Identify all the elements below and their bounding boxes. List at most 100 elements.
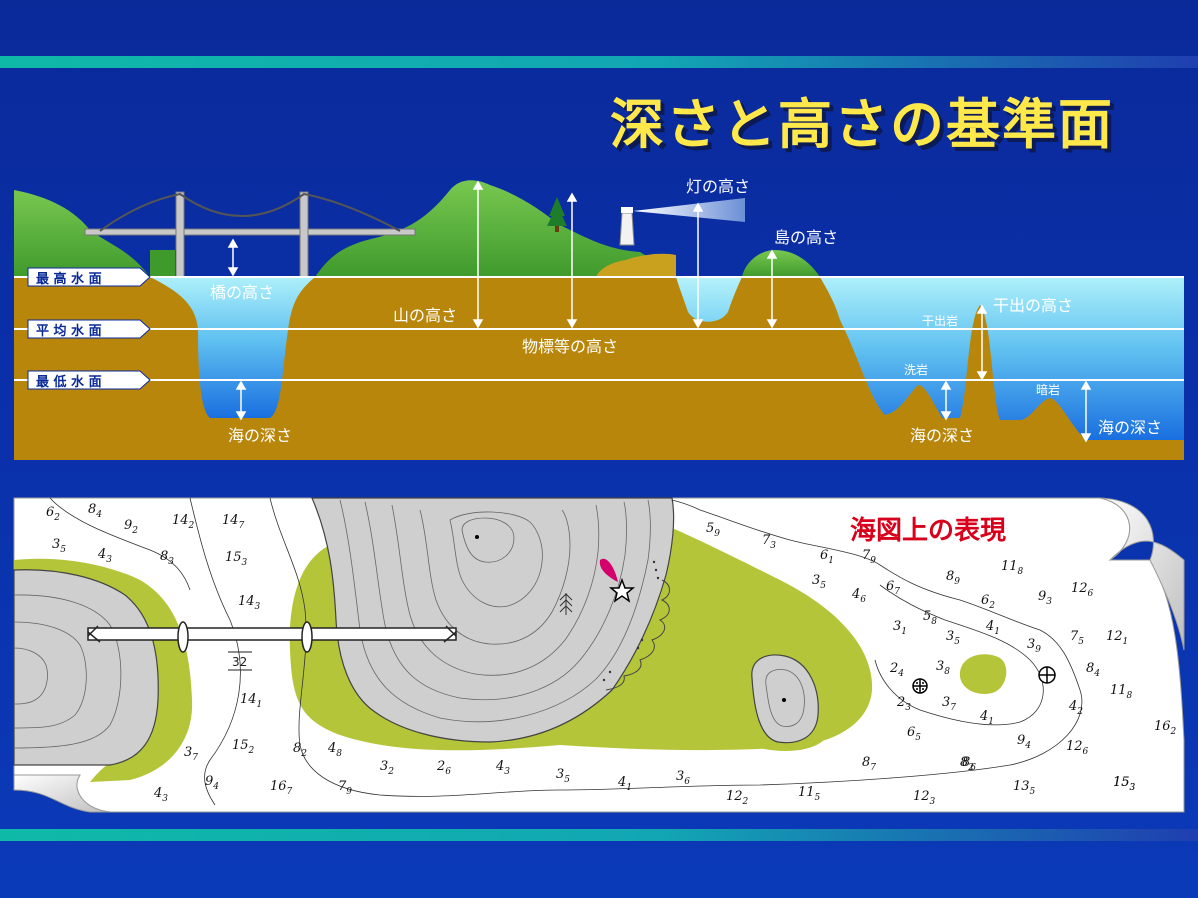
sounding-decimal: 8 bbox=[944, 667, 950, 677]
sounding-value: 4 bbox=[1068, 699, 1077, 714]
sounding-value: 8 bbox=[960, 755, 968, 770]
sounding-value: 4 bbox=[617, 775, 626, 790]
sounding-value: 8 bbox=[862, 755, 870, 770]
sounding-value: 8 bbox=[293, 741, 301, 756]
sounding-value: 15 bbox=[1113, 775, 1130, 790]
contours-island bbox=[765, 669, 805, 727]
sounding-value: 12 bbox=[1106, 629, 1123, 644]
sounding-value: 12 bbox=[726, 789, 743, 804]
sounding-decimal: 7 bbox=[192, 753, 198, 763]
sounding-decimal: 5 bbox=[915, 733, 921, 743]
sounding-decimal: 3 bbox=[255, 602, 261, 612]
light-beam bbox=[633, 198, 745, 222]
sounding-13: 94 bbox=[205, 774, 219, 792]
sounding-decimal: 3 bbox=[106, 555, 112, 565]
sounding-38: 118 bbox=[1001, 559, 1024, 577]
sounding-value: 4 bbox=[985, 619, 994, 634]
sounding-value: 14 bbox=[172, 513, 189, 528]
light-height-label: 灯の高さ bbox=[686, 177, 750, 196]
tree-symbol-icon bbox=[559, 593, 573, 615]
drying-rock-label: 干出岩 bbox=[922, 313, 958, 328]
summit-dot-center bbox=[475, 535, 479, 539]
sounding-5: 35 bbox=[52, 537, 66, 555]
sounding-value: 15 bbox=[232, 738, 249, 753]
sounding-decimal: 3 bbox=[905, 703, 911, 713]
island bbox=[742, 250, 820, 277]
sounding-decimal: 2 bbox=[1170, 727, 1177, 737]
suspension-bridge bbox=[84, 191, 416, 278]
sounding-decimal: 2 bbox=[742, 797, 749, 807]
sounding-39: 58 bbox=[923, 609, 937, 627]
contours-center bbox=[339, 499, 651, 723]
drying-height-label: 干出の高さ bbox=[993, 296, 1073, 315]
tree-icon bbox=[547, 197, 567, 232]
sounding-35: 46 bbox=[851, 587, 866, 605]
sounding-value: 15 bbox=[1113, 775, 1130, 790]
sounding-value: 6 bbox=[981, 593, 989, 608]
sounding-48: 121 bbox=[1106, 629, 1128, 647]
sounding-31: 73 bbox=[762, 533, 776, 551]
sounding-value: 4 bbox=[979, 709, 988, 724]
sounding-value: 9 bbox=[124, 518, 132, 533]
sounding-decimal: 2 bbox=[387, 767, 394, 777]
sounding-decimal: 7 bbox=[870, 763, 876, 773]
sounding-decimal: 8 bbox=[1018, 567, 1024, 577]
sounding-value: 14 bbox=[240, 692, 257, 707]
sounding-value: 4 bbox=[495, 759, 504, 774]
sounding-decimal: 5 bbox=[954, 637, 960, 647]
sounding-44: 35 bbox=[946, 629, 960, 647]
island-height-label: 島の高さ bbox=[774, 228, 838, 247]
sounding-56: 42 bbox=[1068, 699, 1083, 717]
sounding-value: 2 bbox=[889, 661, 898, 676]
chart-title: 海図上の表現 bbox=[850, 516, 1006, 546]
contours-left bbox=[13, 594, 122, 749]
sounding-value: 3 bbox=[893, 619, 901, 634]
sounding-decimal: 3 bbox=[242, 558, 248, 568]
chart-bridge bbox=[87, 621, 457, 653]
sounding-decimal: 1 bbox=[901, 627, 907, 637]
mountain bbox=[315, 180, 676, 277]
sounding-10: 141 bbox=[240, 692, 262, 710]
bottom-stripe bbox=[0, 829, 1198, 841]
datum-label-highest: 最 高 水 面 bbox=[27, 267, 151, 287]
sounding-decimal: 4 bbox=[897, 669, 904, 679]
sounding-15: 82 bbox=[293, 741, 307, 759]
sounding-decimal: 5 bbox=[1078, 637, 1084, 647]
sounding-decimal: 7 bbox=[239, 521, 245, 531]
datum-text-mean: 平 均 水 面 bbox=[36, 323, 102, 339]
bridge-clearance-mark: 32 bbox=[228, 651, 252, 671]
sounding-value: 12 bbox=[1066, 739, 1083, 754]
sounding-decimal: 1 bbox=[828, 556, 834, 566]
cliff-dots bbox=[602, 560, 660, 682]
profile-panel: 最 高 水 面 平 均 水 面 最 低 水 面 灯の高さ 島の高さ 橋の高さ 山… bbox=[14, 177, 1184, 460]
sounding-decimal: 6 bbox=[970, 763, 976, 773]
sounding-value: 6 bbox=[907, 725, 915, 740]
sounding-decimal: 2 bbox=[131, 526, 138, 536]
paper-curl-right bbox=[1099, 497, 1185, 651]
datum-label-mean: 平 均 水 面 bbox=[27, 319, 151, 339]
sounding-value: 14 bbox=[222, 513, 239, 528]
sounding-decimal: 3 bbox=[770, 541, 776, 551]
sounding-decimal: 8 bbox=[336, 749, 342, 759]
sounding-14: 43 bbox=[153, 786, 168, 804]
sounding-52: 23 bbox=[896, 695, 911, 713]
sounding-22: 35 bbox=[556, 767, 570, 785]
datum-text-lowest: 最 低 水 面 bbox=[36, 374, 102, 390]
sounding-value: 3 bbox=[1027, 637, 1035, 652]
sounding-34: 35 bbox=[812, 573, 826, 591]
sounding-value: 11 bbox=[798, 785, 815, 800]
cliff-edge bbox=[605, 579, 670, 691]
sounding-decimal: 4 bbox=[1024, 741, 1031, 751]
sounding-value: 8 bbox=[88, 502, 96, 517]
sounding-42: 126 bbox=[1071, 581, 1094, 599]
top-stripe bbox=[0, 56, 1198, 68]
sounding-decimal: 5 bbox=[815, 793, 821, 803]
sounding-value: 5 bbox=[706, 521, 714, 536]
sounding-value: 9 bbox=[1038, 589, 1046, 604]
sounding-value: 14 bbox=[238, 594, 255, 609]
sounding-decimal: 2 bbox=[967, 763, 974, 773]
sounding-value: 13 bbox=[1013, 779, 1030, 794]
sounding-value: 3 bbox=[52, 537, 60, 552]
